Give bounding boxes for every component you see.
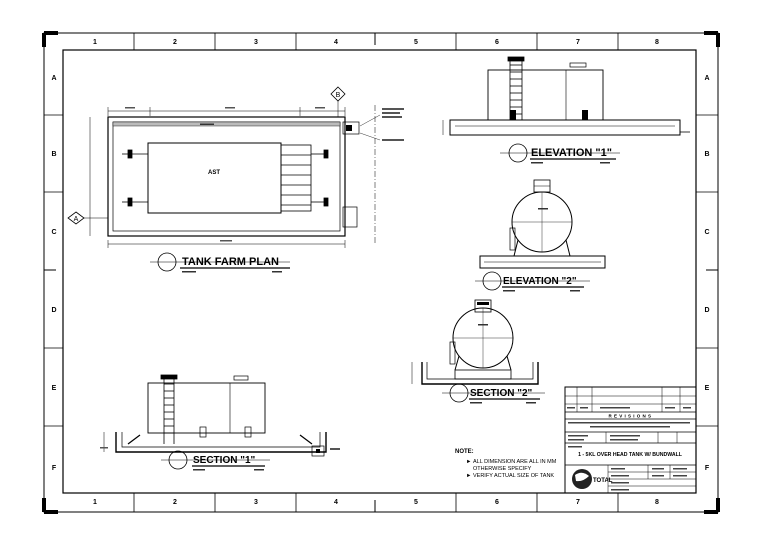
- row-label: B: [704, 151, 709, 158]
- center-mark: [44, 33, 718, 512]
- note-bullet: ►: [466, 459, 471, 465]
- grid-ticks: [44, 33, 718, 512]
- tank-outline: [147, 142, 282, 214]
- note-item: VERIFY ACTUAL SIZE OF TANK: [473, 473, 554, 479]
- col-label: 8: [655, 39, 659, 46]
- row-label: A: [51, 75, 56, 82]
- base-slab: [479, 255, 606, 269]
- outer-frame: [43, 32, 719, 513]
- col-label: 2: [173, 39, 177, 46]
- col-label: 5: [414, 499, 418, 506]
- row-label: D: [51, 307, 56, 314]
- corner-mark: [704, 498, 720, 514]
- col-label: 4: [334, 499, 338, 506]
- row-label: E: [705, 385, 710, 392]
- corner-mark: [42, 31, 58, 47]
- notes-heading: NOTE:: [455, 449, 474, 455]
- row-label: A: [704, 75, 709, 82]
- section2-title: SECTION "2": [470, 388, 533, 399]
- section-marker-a: [67, 211, 85, 225]
- marker-b-label: B: [336, 92, 341, 99]
- ladder-plan: [280, 144, 329, 212]
- corner-mark: [42, 498, 58, 514]
- bundwall-section: [115, 432, 327, 453]
- col-label: 8: [655, 499, 659, 506]
- tank-farm-plan: AST: [67, 86, 404, 273]
- inner-frame: [62, 49, 697, 494]
- elevation1-title: ELEVATION "1": [531, 147, 612, 159]
- notes: NOTE: ► ALL DIMENSION ARE ALL IN MM OTHE…: [455, 449, 557, 479]
- project-title: 1 - 5KL OVER HEAD TANK W/ BUNDWALL: [578, 452, 683, 458]
- section-1: SECTION "1": [100, 374, 340, 471]
- row-label: B: [51, 151, 56, 158]
- title-block-text: R E V I S I O N S 1 - 5KL OVER HEAD TANK…: [567, 407, 691, 491]
- bundwall-outer: [107, 116, 346, 237]
- grid-labels: 1 2 3 4 5 6 7 8 1 2 3 4 5 6 7 8 A B C D …: [51, 39, 709, 506]
- col-label: 3: [254, 39, 258, 46]
- logo-text: TOTAL: [593, 478, 613, 484]
- note-bullet: ►: [466, 473, 471, 479]
- corner-mark: [704, 31, 720, 47]
- tank-elevation: [147, 382, 266, 434]
- drain-pit: [342, 206, 358, 228]
- col-label: 3: [254, 499, 258, 506]
- section-2: SECTION "2": [411, 299, 545, 404]
- row-label: D: [704, 307, 709, 314]
- note-item: OTHERWISE SPECIFY: [473, 466, 532, 472]
- row-label: F: [705, 465, 710, 472]
- elevation2-title: ELEVATION "2": [503, 276, 577, 287]
- note-item: ALL DIMENSION ARE ALL IN MM: [473, 459, 557, 465]
- elevation-1: ELEVATION "1": [442, 56, 690, 164]
- col-label: 4: [334, 39, 338, 46]
- col-label: 5: [414, 39, 418, 46]
- valve-box: [342, 121, 360, 135]
- col-label: 6: [495, 499, 499, 506]
- col-label: 1: [93, 39, 97, 46]
- elevation-2: ELEVATION "2": [475, 179, 606, 292]
- row-label: E: [52, 385, 57, 392]
- ladder: [160, 374, 178, 444]
- revisions-heading: R E V I S I O N S: [608, 414, 651, 419]
- col-label: 7: [576, 39, 580, 46]
- col-label: 7: [576, 499, 580, 506]
- base-slab: [449, 119, 681, 136]
- plan-title: TANK FARM PLAN: [182, 256, 279, 268]
- row-label: F: [52, 465, 57, 472]
- section1-title: SECTION "1": [193, 455, 256, 466]
- row-label: C: [704, 229, 709, 236]
- col-label: 1: [93, 499, 97, 506]
- col-label: 6: [495, 39, 499, 46]
- marker-a-label: A: [74, 216, 79, 223]
- title-block: [564, 386, 697, 494]
- tank-label: AST: [208, 170, 220, 176]
- bundwall-section: [421, 362, 539, 385]
- col-label: 2: [173, 499, 177, 506]
- row-label: C: [51, 229, 56, 236]
